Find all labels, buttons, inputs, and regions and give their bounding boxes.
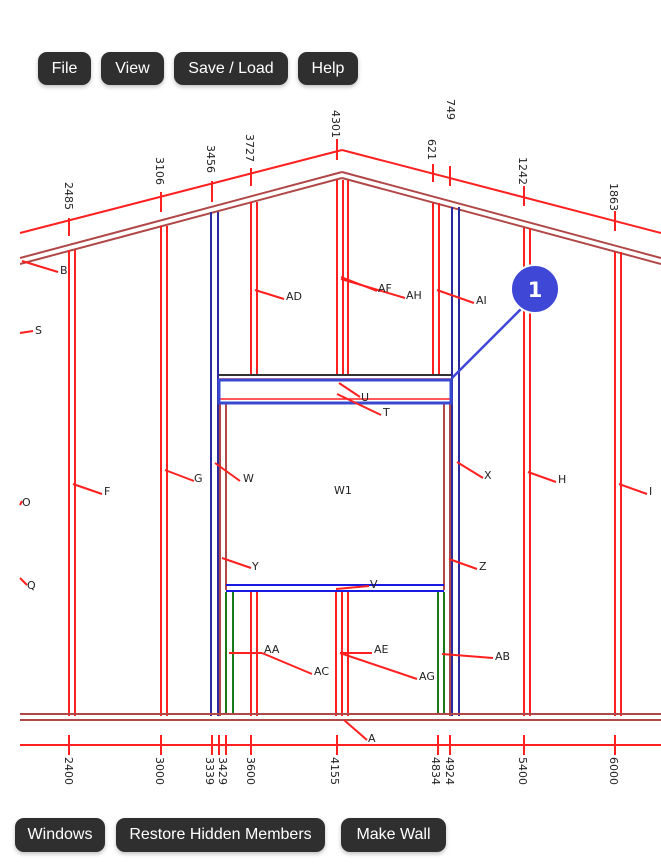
member-label-y[interactable]: Y (251, 560, 259, 573)
top-dim-3727: 3727 (243, 134, 256, 162)
member-label-af[interactable]: AF (378, 282, 392, 295)
member-label-a[interactable]: A (368, 732, 376, 745)
bottom-dim-4924: 4924 (443, 757, 456, 785)
member-leader-lines (19, 260, 648, 741)
top-dim-2485: 2485 (62, 182, 75, 210)
member-labels: B S O Q F G W Y AA AC AD AF AH U T AI X … (22, 264, 652, 745)
top-dimension-labels: 2485 3106 3456 3727 4301 621 749 1242 18… (62, 99, 620, 211)
king-studs[interactable] (210, 207, 460, 716)
member-label-f[interactable]: F (104, 485, 110, 498)
top-dim-621: 621 (425, 139, 438, 160)
member-label-o[interactable]: O (22, 496, 31, 509)
member-label-ag[interactable]: AG (419, 670, 435, 683)
bottom-dim-3600: 3600 (244, 757, 257, 785)
bottom-dim-4155: 4155 (328, 757, 341, 785)
member-label-ad[interactable]: AD (286, 290, 302, 303)
opening-label[interactable]: W1 (334, 484, 352, 497)
member-label-s[interactable]: S (35, 324, 42, 337)
save-load-button[interactable]: Save / Load (174, 52, 288, 85)
member-label-u[interactable]: U (361, 391, 369, 404)
top-dim-1863: 1863 (607, 183, 620, 211)
member-label-b[interactable]: B (60, 264, 68, 277)
callout-number: 1 (528, 278, 543, 302)
member-label-q[interactable]: Q (27, 579, 36, 592)
bottom-dim-2400: 2400 (62, 757, 75, 785)
member-label-h[interactable]: H (558, 473, 566, 486)
member-label-ab[interactable]: AB (495, 650, 510, 663)
member-label-ai[interactable]: AI (476, 294, 487, 307)
bottom-dim-3339: 3339 (203, 757, 216, 785)
member-label-ah[interactable]: AH (406, 289, 422, 302)
bottom-dim-6000: 6000 (607, 757, 620, 785)
bottom-dimension-ticks (68, 735, 616, 755)
window-header[interactable] (217, 374, 453, 405)
wall-studs[interactable] (68, 180, 622, 716)
view-menu-button[interactable]: View (101, 52, 164, 85)
member-label-ac[interactable]: AC (314, 665, 329, 678)
member-label-aa[interactable]: AA (264, 643, 280, 656)
member-label-w[interactable]: W (243, 472, 254, 485)
top-dim-3106: 3106 (153, 157, 166, 185)
restore-hidden-members-button[interactable]: Restore Hidden Members (116, 818, 325, 852)
member-label-i[interactable]: I (649, 485, 652, 498)
window-sill[interactable] (226, 584, 444, 592)
callout-badge (510, 264, 560, 314)
callout-1: 1 (451, 264, 560, 379)
top-dimension-ticks (68, 139, 616, 236)
bottom-dim-3429: 3429 (216, 757, 229, 785)
member-label-t[interactable]: T (382, 406, 390, 419)
top-dim-749: 749 (444, 99, 457, 120)
member-label-v[interactable]: V (370, 578, 378, 591)
file-menu-button[interactable]: File (38, 52, 91, 85)
member-label-g[interactable]: G (194, 472, 203, 485)
top-dim-4301: 4301 (329, 110, 342, 138)
member-label-z[interactable]: Z (479, 560, 487, 573)
bottom-plates[interactable] (20, 713, 661, 746)
bottom-dim-4834: 4834 (429, 757, 442, 785)
member-label-x[interactable]: X (484, 469, 492, 482)
bottom-dimension-labels: 2400 3000 3339 3429 3600 4155 4834 4924 … (62, 757, 620, 785)
bottom-dim-5400: 5400 (516, 757, 529, 785)
windows-button[interactable]: Windows (15, 818, 105, 852)
member-label-ae[interactable]: AE (374, 643, 389, 656)
bottom-dim-3000: 3000 (153, 757, 166, 785)
make-wall-button[interactable]: Make Wall (341, 818, 446, 852)
top-dim-1242: 1242 (516, 157, 529, 185)
help-button[interactable]: Help (298, 52, 358, 85)
roof-rafters[interactable] (19, 149, 661, 265)
top-dim-3456: 3456 (204, 145, 217, 173)
